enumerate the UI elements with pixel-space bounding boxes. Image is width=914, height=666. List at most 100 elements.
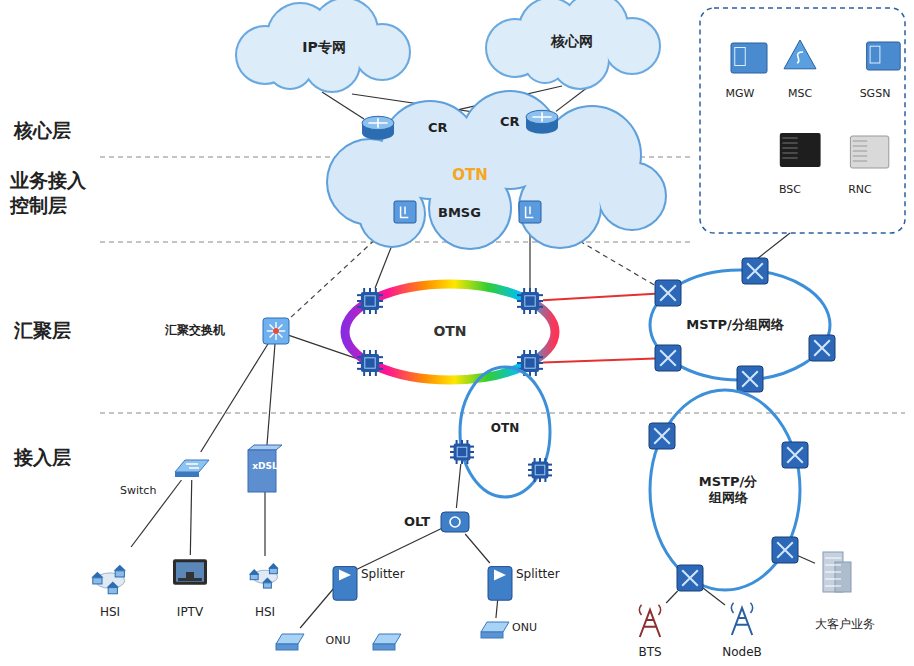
otn-icon bbox=[357, 288, 383, 314]
mstp-icon bbox=[737, 366, 763, 392]
link-line bbox=[264, 492, 265, 556]
mstp-icon bbox=[655, 280, 681, 306]
layer-label: 核心层 bbox=[14, 118, 71, 143]
link-line bbox=[322, 92, 364, 119]
node-label: NodeB bbox=[722, 645, 762, 660]
onu-icon bbox=[373, 634, 401, 650]
bts-icon bbox=[639, 605, 660, 637]
node-label: OTN bbox=[491, 421, 519, 436]
layer-label: 接入层 bbox=[14, 445, 71, 470]
link-line bbox=[300, 587, 335, 628]
node-label: BTS bbox=[638, 645, 661, 660]
device-node: Switch bbox=[116, 452, 210, 500]
ring-outline bbox=[650, 390, 800, 590]
layer-label: 业务接入控制层 bbox=[10, 168, 90, 217]
rnc-icon bbox=[850, 136, 888, 168]
link-line bbox=[798, 556, 815, 563]
onu-icon bbox=[481, 622, 509, 638]
node-label: OTN bbox=[433, 323, 466, 341]
otn-icon bbox=[357, 350, 383, 376]
mstp-icon bbox=[772, 537, 798, 563]
sw-icon bbox=[175, 460, 209, 477]
node-label: Splitter bbox=[516, 567, 560, 582]
olt-icon bbox=[441, 512, 469, 532]
node-art bbox=[450, 378, 558, 498]
device-node: SGSN bbox=[848, 32, 902, 106]
bmsg-icon bbox=[519, 201, 541, 223]
device-node: ONU bbox=[478, 612, 552, 644]
node-label: 核心网 bbox=[551, 33, 593, 51]
node-label: BSC bbox=[779, 183, 801, 197]
ring-outline bbox=[460, 367, 550, 497]
link-line bbox=[666, 591, 677, 603]
link-line bbox=[267, 344, 275, 448]
ring-network: OTN bbox=[450, 378, 558, 498]
mobile-core-group bbox=[700, 8, 905, 233]
device-node: IPTV bbox=[160, 545, 220, 622]
sgsn-icon bbox=[867, 42, 901, 70]
msc-icon bbox=[784, 40, 816, 69]
node-label: CR bbox=[428, 120, 448, 136]
device-node: NodeB bbox=[712, 592, 774, 662]
device-node: BTS bbox=[626, 592, 676, 662]
ring-outline bbox=[345, 284, 555, 380]
xdsl-icon bbox=[248, 445, 282, 492]
mstp-icon bbox=[782, 442, 808, 468]
mstp-icon bbox=[809, 335, 835, 361]
node-label: RNC bbox=[848, 183, 872, 197]
device-node: CR bbox=[358, 108, 456, 148]
node-label: MGW bbox=[726, 87, 755, 101]
device-node: xDSL bbox=[246, 446, 284, 494]
link-line bbox=[543, 294, 655, 300]
link-line bbox=[543, 358, 655, 362]
device-node: BMSG bbox=[390, 198, 548, 228]
device-node: MSC bbox=[775, 32, 825, 106]
node-label: IPTV bbox=[177, 605, 203, 620]
device-node: ONU bbox=[272, 622, 404, 656]
ring-network: OTN bbox=[342, 282, 558, 382]
nodeb-icon bbox=[731, 603, 752, 635]
otn-icon bbox=[528, 458, 552, 482]
device-node: HSI bbox=[78, 545, 142, 622]
mstp-icon bbox=[677, 565, 703, 591]
node-label: MSTP/分组网络 bbox=[686, 317, 783, 333]
node-label: 汇聚交换机 bbox=[165, 323, 225, 338]
node-label: OTN bbox=[452, 166, 488, 185]
mstp-icon bbox=[649, 423, 675, 449]
device-node: BSC bbox=[765, 125, 815, 201]
node-label: Splitter bbox=[361, 567, 405, 582]
node-label: BMSG bbox=[438, 205, 481, 221]
ring-outline bbox=[650, 270, 830, 380]
tv-icon bbox=[173, 559, 207, 585]
bsc-icon bbox=[780, 133, 821, 167]
router-icon bbox=[362, 116, 394, 139]
onu-icon bbox=[276, 634, 304, 650]
node-label: HSI bbox=[255, 605, 275, 620]
house-icon bbox=[249, 563, 279, 588]
node-label: Switch bbox=[120, 484, 156, 498]
hub-icon bbox=[263, 318, 289, 344]
link-line bbox=[465, 534, 490, 563]
layer-separator bbox=[100, 413, 905, 414]
mgw-icon bbox=[731, 43, 767, 73]
group-link-wire bbox=[757, 233, 790, 259]
spl-icon bbox=[333, 567, 357, 601]
ring-network: MSTP/分组网络 bbox=[640, 258, 840, 394]
cloud-node: 核心网 bbox=[484, 0, 664, 86]
otn-icon bbox=[450, 440, 474, 464]
device-node: RNC bbox=[835, 125, 885, 201]
link-line bbox=[201, 344, 268, 452]
spl-icon bbox=[488, 567, 512, 601]
node-label: ONU bbox=[326, 634, 351, 648]
node-label: HSI bbox=[100, 605, 120, 620]
device-node: HSI bbox=[238, 545, 294, 622]
otn-icon bbox=[517, 288, 543, 314]
cloud-node: IP专网 bbox=[232, 0, 412, 96]
node-label: IP专网 bbox=[302, 39, 345, 57]
layer-label: 汇聚层 bbox=[14, 318, 71, 343]
bld-icon bbox=[823, 552, 851, 592]
ring-network: MSTP/分组网络 bbox=[640, 392, 812, 598]
device-node: MGW bbox=[715, 32, 765, 106]
link-line bbox=[357, 528, 443, 569]
device-node: OLT bbox=[398, 508, 472, 538]
